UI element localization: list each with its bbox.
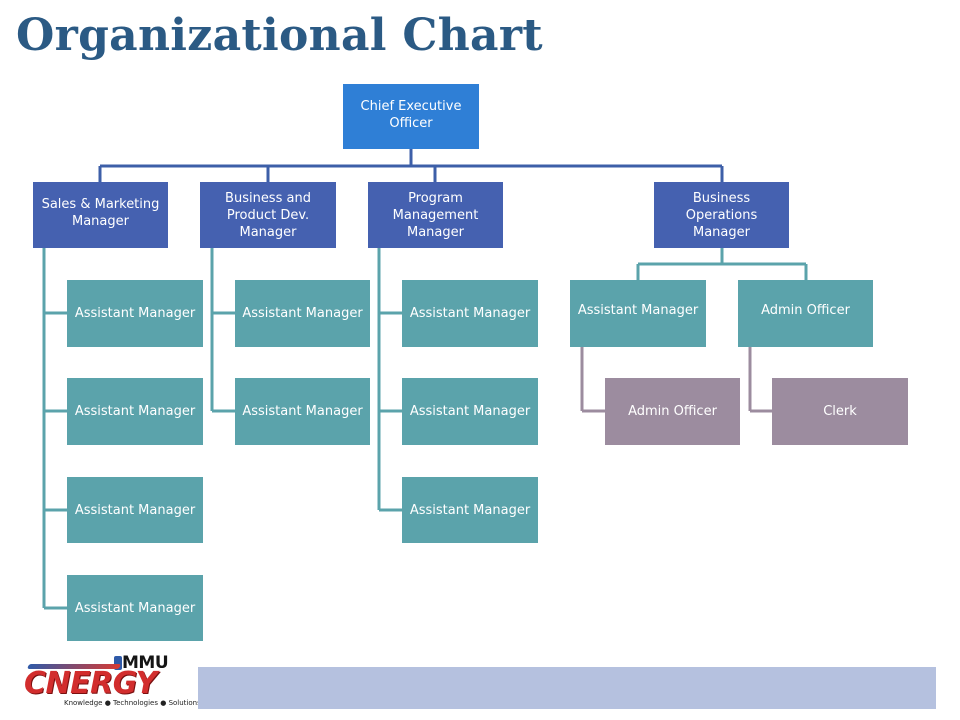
logo-mmu-text: MMU [122,653,169,673]
assistant-connectors [42,248,808,610]
assistant-box: Assistant Manager [67,477,203,543]
cnergy-logo: MMU CNERGY Knowledge ● Technologies ● So… [24,652,201,710]
assistant-box: Assistant Manager [235,378,370,445]
manager-label: Business and Product Dev. Manager [225,191,311,240]
main-connectors [98,149,724,182]
manager-label: Sales & Marketing Manager [41,197,160,229]
manager-box-business-operations: Business Operations Manager [654,182,789,248]
manager-box-sales-marketing: Sales & Marketing Manager [33,182,168,248]
manager-box-business-product-dev: Business and Product Dev. Manager [200,182,336,248]
manager-label: Business Operations Manager [685,191,758,240]
admin-officer-box: Admin Officer [738,280,873,347]
assistant-box: Assistant Manager [402,280,538,347]
assistant-box: Assistant Manager [67,280,203,347]
sub-connectors [580,347,772,413]
manager-label: Program Management Manager [392,191,479,240]
assistant-box: Assistant Manager [570,280,706,347]
admin-officer-box: Admin Officer [605,378,740,445]
assistant-box: Assistant Manager [67,378,203,445]
mmu-mark-icon [114,656,122,670]
assistant-box: Assistant Manager [67,575,203,641]
logo-brand-text: CNERGY [24,666,157,701]
assistant-box: Assistant Manager [402,477,538,543]
ceo-label: Chief Executive Officer [360,99,462,131]
clerk-box: Clerk [772,378,908,445]
assistant-box: Assistant Manager [235,280,370,347]
assistant-box: Assistant Manager [402,378,538,445]
ceo-box: Chief Executive Officer [343,84,479,149]
footer-bar [198,667,936,709]
logo-tagline: Knowledge ● Technologies ● Solutions [64,699,201,707]
manager-box-program-management: Program Management Manager [368,182,503,248]
page-title: Organizational Chart [16,10,543,61]
